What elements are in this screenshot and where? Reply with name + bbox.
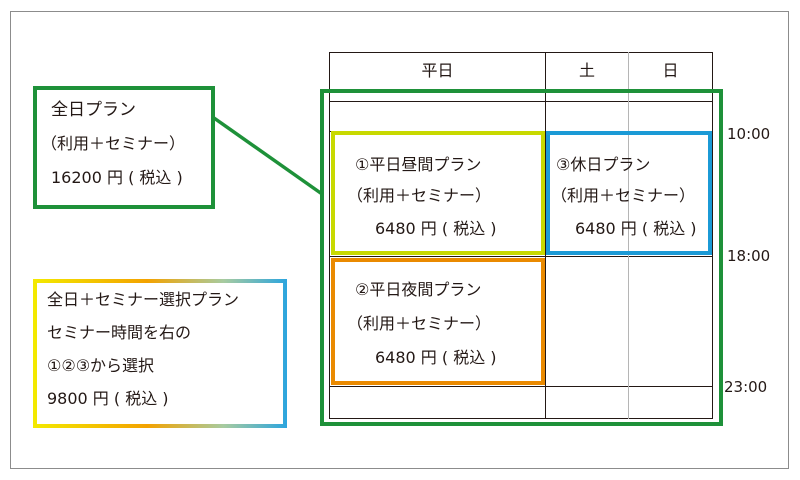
time-label-2300: 23:00 bbox=[724, 378, 768, 396]
allday-plan-box: 全日プラン （利用＋セミナー） 16200 円 ( 税込 ) bbox=[33, 86, 215, 209]
table-top-line bbox=[329, 52, 713, 53]
header-sunday: 日 bbox=[662, 61, 679, 80]
header-saturday: 土 bbox=[578, 61, 595, 80]
weekday-night-plan-subtitle: （利用＋セミナー） bbox=[347, 314, 492, 333]
weekday-night-plan-box: ②平日夜間プラン （利用＋セミナー） 6480 円 ( 税込 ) bbox=[331, 258, 545, 385]
seminar-select-plan-desc: セミナー時間を右の bbox=[47, 323, 192, 342]
seminar-select-plan-price: 9800 円 ( 税込 ) bbox=[47, 389, 169, 408]
header-weekday: 平日 bbox=[421, 61, 454, 80]
allday-plan-price: 16200 円 ( 税込 ) bbox=[51, 168, 183, 187]
weekday-day-plan-price: 6480 円 ( 税込 ) bbox=[375, 219, 497, 238]
weekday-day-plan-title: ①平日昼間プラン bbox=[355, 155, 482, 174]
table-gap-line bbox=[329, 101, 713, 102]
table-divider-sat-sun bbox=[628, 52, 629, 419]
seminar-select-plan-choices: ①②③から選択 bbox=[47, 356, 155, 375]
table-left-line bbox=[329, 52, 330, 419]
allday-plan-title: 全日プラン bbox=[51, 100, 136, 120]
time-label-1000: 10:00 bbox=[727, 125, 771, 143]
weekday-night-plan-price: 6480 円 ( 税込 ) bbox=[375, 348, 497, 367]
table-line-1800 bbox=[329, 256, 713, 257]
table-line-2300 bbox=[329, 386, 713, 387]
holiday-plan-title: ③休日プラン bbox=[556, 155, 651, 174]
weekday-day-plan-subtitle: （利用＋セミナー） bbox=[347, 186, 492, 205]
holiday-plan-box: ③休日プラン （利用＋セミナー） 6480 円 ( 税込 ) bbox=[546, 131, 712, 255]
table-divider-weekday bbox=[545, 52, 546, 419]
allday-plan-subtitle: （利用＋セミナー） bbox=[41, 134, 186, 153]
table-bottom-line bbox=[329, 418, 713, 419]
holiday-plan-subtitle: （利用＋セミナー） bbox=[551, 186, 696, 205]
holiday-plan-price: 6480 円 ( 税込 ) bbox=[575, 219, 697, 238]
diagram-frame bbox=[10, 11, 789, 469]
weekday-day-plan-box: ①平日昼間プラン （利用＋セミナー） 6480 円 ( 税込 ) bbox=[331, 131, 545, 255]
seminar-select-plan-box: 全日＋セミナー選択プラン セミナー時間を右の ①②③から選択 9800 円 ( … bbox=[33, 279, 287, 428]
seminar-select-plan-title: 全日＋セミナー選択プラン bbox=[47, 290, 240, 309]
time-label-1800: 18:00 bbox=[727, 247, 771, 265]
allday-range-outline bbox=[320, 89, 723, 426]
table-right-line bbox=[712, 52, 713, 419]
weekday-night-plan-title: ②平日夜間プラン bbox=[355, 280, 482, 299]
